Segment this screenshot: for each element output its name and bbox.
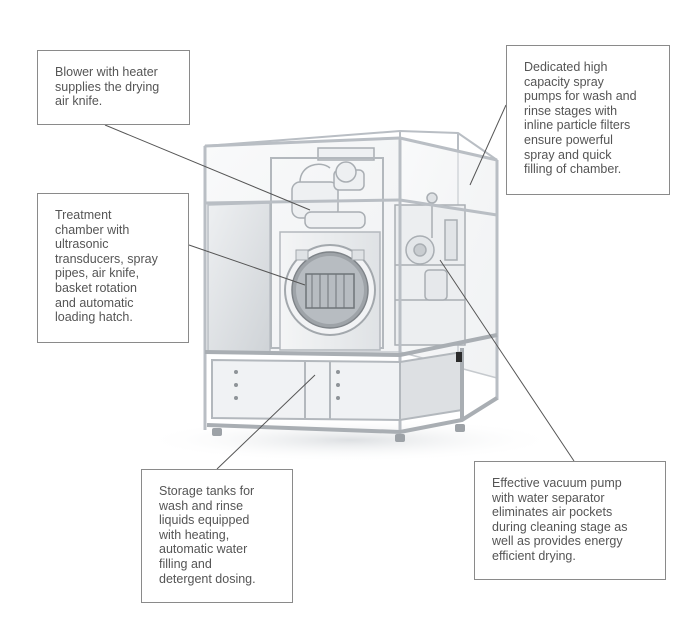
callout-storage-tanks: Storage tanks for wash and rinse liquids…	[141, 469, 293, 603]
callout-treatment-chamber-text: Treatment chamber with ultrasonic transd…	[55, 208, 158, 325]
callout-storage-tanks-text: Storage tanks for wash and rinse liquids…	[159, 484, 256, 586]
loading-hatch	[284, 244, 376, 336]
vacuum-pump	[424, 269, 448, 301]
callout-vacuum-pump-text: Effective vacuum pump with water separat…	[492, 476, 628, 563]
leader-pumps	[469, 104, 507, 186]
callout-blower: Blower with heater supplies the drying a…	[37, 50, 190, 125]
leader-chamber	[188, 244, 306, 286]
callout-blower-text: Blower with heater supplies the drying a…	[55, 65, 160, 109]
storage-tanks	[211, 350, 463, 422]
callout-spray-pumps-text: Dedicated high capacity spray pumps for …	[524, 60, 637, 177]
leader-tanks	[216, 374, 316, 470]
callout-spray-pumps: Dedicated high capacity spray pumps for …	[506, 45, 670, 195]
basket	[305, 273, 355, 309]
callout-vacuum-pump: Effective vacuum pump with water separat…	[474, 461, 666, 580]
callout-treatment-chamber: Treatment chamber with ultrasonic transd…	[37, 193, 189, 343]
leader-vacuum	[439, 259, 575, 462]
leveling-feet	[212, 424, 465, 442]
corner-marker	[456, 352, 462, 362]
blower	[291, 147, 375, 229]
pump-rack	[394, 192, 466, 346]
frame-front	[203, 136, 499, 432]
leader-blower	[104, 124, 311, 211]
